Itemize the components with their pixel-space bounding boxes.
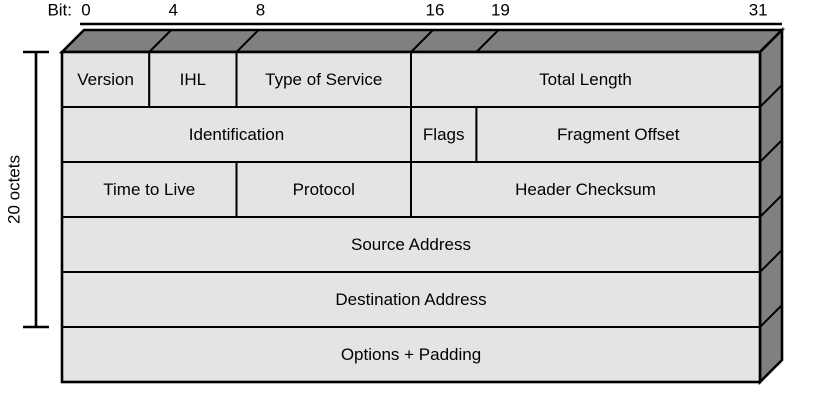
header-field-cell bbox=[61, 326, 761, 383]
bit-tick-label: 8 bbox=[256, 0, 265, 19]
bit-axis-group: Bit: 0 4 8 16 19 31 bbox=[47, 0, 782, 26]
header-field-cell bbox=[61, 271, 761, 328]
header-field-label: Protocol bbox=[293, 180, 355, 199]
header-field-label: Options + Padding bbox=[341, 345, 481, 364]
header-field-cell bbox=[61, 216, 761, 273]
header-field-cell bbox=[410, 106, 478, 163]
header-field-label: Time to Live bbox=[103, 180, 195, 199]
side-face-tick bbox=[759, 139, 783, 163]
cell-labels-group: Version IHL Type of Service Total LengthIde… bbox=[77, 70, 679, 364]
header-field-label: Header Checksum bbox=[515, 180, 656, 199]
header-field-label: Identification bbox=[189, 125, 284, 144]
header-field-label: IHL bbox=[180, 70, 206, 89]
side-face-tick bbox=[759, 84, 783, 108]
header-field-label: Type of Service bbox=[265, 70, 382, 89]
octet-bracket-group: 20 octets bbox=[4, 50, 49, 329]
header-field-cell bbox=[410, 51, 761, 108]
header-field-cell bbox=[235, 51, 412, 108]
top-face-tick bbox=[410, 29, 434, 53]
front-face-border bbox=[60, 50, 762, 384]
bit-tick-label: 16 bbox=[426, 0, 445, 19]
header-field-label: Fragment Offset bbox=[557, 125, 680, 144]
top-face-tick bbox=[235, 29, 260, 53]
bit-tick-label: 19 bbox=[491, 0, 510, 19]
cells-group bbox=[60, 50, 762, 384]
bit-tick-label: 0 bbox=[81, 0, 90, 19]
top-face-group bbox=[58, 28, 786, 54]
top-face-tick bbox=[475, 29, 500, 53]
octet-bracket-label: 20 octets bbox=[4, 155, 23, 224]
header-field-cell bbox=[61, 161, 238, 218]
bit-tick-label: 31 bbox=[749, 0, 768, 19]
header-field-label: Total Length bbox=[539, 70, 632, 89]
bit-axis-caption: Bit: bbox=[47, 0, 72, 19]
header-field-label: Destination Address bbox=[335, 290, 486, 309]
header-field-label: Source Address bbox=[351, 235, 471, 254]
header-field-cell bbox=[235, 161, 412, 218]
header-field-label: Flags bbox=[423, 125, 465, 144]
side-face-tick bbox=[759, 304, 783, 328]
bit-tick-label: 4 bbox=[169, 0, 178, 19]
header-field-label: Version bbox=[77, 70, 134, 89]
side-face-tick bbox=[759, 249, 783, 273]
side-face-tick bbox=[759, 194, 783, 218]
top-face-tick bbox=[148, 29, 172, 53]
side-face-group bbox=[758, 26, 784, 386]
